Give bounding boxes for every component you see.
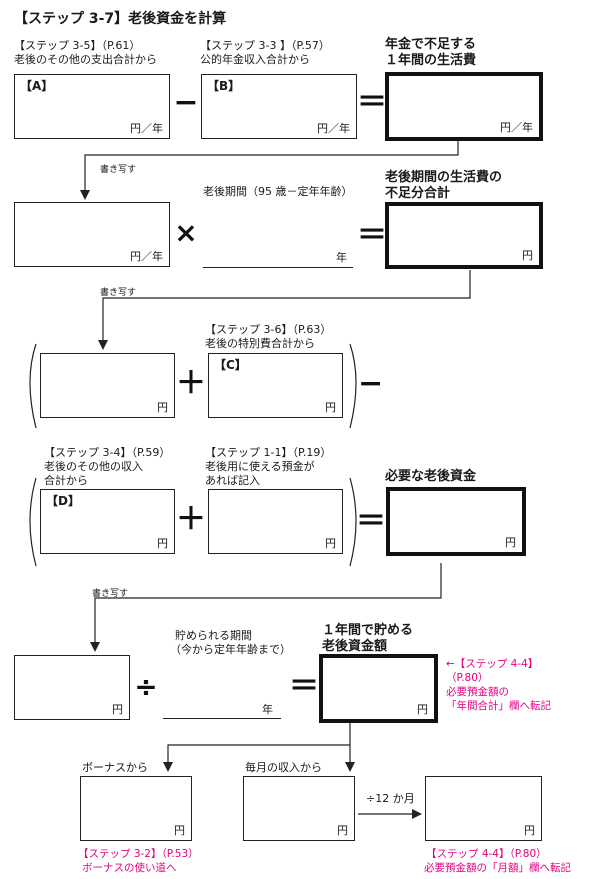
unit-yen-per-year: 円／年 [500, 121, 533, 134]
copy-box-total-shortfall[interactable]: 円 [40, 353, 175, 418]
input-box-savings[interactable]: 円 [208, 489, 343, 554]
note-page-80: （P.80） [446, 672, 489, 684]
page-title: 【ステップ 3-7】老後資金を計算 [14, 11, 227, 27]
result-box-annual-savings[interactable]: 円 [319, 654, 438, 723]
unit-yen: 円 [157, 401, 168, 414]
unit-yen: 円 [325, 537, 336, 550]
ref-step-3-4: 【ステップ 3-4】（P.59） [44, 446, 171, 459]
note-step-3-2: 【ステップ 3-2】（P.53） [78, 848, 199, 860]
desc-savings-1: 老後用に使える預金が [205, 460, 315, 473]
note-step-4-4-arrow: ←【ステップ 4-4】 [446, 658, 539, 670]
result-box-total-shortfall[interactable]: 円 [385, 202, 543, 269]
years-input-line[interactable] [203, 267, 353, 268]
input-box-d[interactable]: 【D】 円 [40, 489, 175, 554]
hdr-annual-shortfall-1: 年金で不足する [385, 37, 477, 52]
hdr-annual-shortfall-2: １年間の生活費 [385, 53, 477, 68]
monthly-savings-box[interactable]: 円 [425, 776, 542, 841]
box-b-label: 【B】 [207, 79, 241, 93]
desc-pension-income: 公的年金収入合計から [200, 53, 310, 66]
hdr-annual-savings-1: １年間で貯める [322, 623, 414, 638]
bonus-label: ボーナスから [82, 761, 148, 774]
copy-label: 書き写す [100, 288, 137, 298]
unit-yen-per-year: 円／年 [130, 250, 163, 263]
equals-operator: ＝ [356, 504, 386, 539]
monthly-income-box[interactable]: 円 [243, 776, 355, 841]
result-box-required-funds[interactable]: 円 [386, 487, 526, 556]
desc-special-expenses: 老後の特別費合計から [205, 337, 315, 350]
equals-operator: ＝ [289, 669, 319, 704]
unit-year: 年 [336, 251, 347, 264]
hdr-annual-savings-2: 老後資金額 [322, 639, 388, 654]
monthly-label: 毎月の収入から [245, 761, 322, 774]
desc-savings-2: あれば記入 [205, 474, 260, 487]
box-c-label: 【C】 [214, 358, 247, 372]
equals-operator: ＝ [357, 218, 387, 253]
unit-yen: 円 [417, 703, 428, 716]
unit-yen: 円 [174, 824, 185, 837]
result-box-annual-shortfall[interactable]: 円／年 [385, 72, 543, 141]
unit-yen-per-year: 円／年 [130, 122, 163, 135]
unit-yen: 円 [337, 824, 348, 837]
note-bonus-usage: ボーナスの使い道へ [82, 862, 177, 874]
box-a-label: 【A】 [20, 79, 54, 93]
input-box-c[interactable]: 【C】 円 [208, 353, 343, 418]
ref-step-3-6: 【ステップ 3-6】（P.63） [205, 323, 332, 336]
note-monthly-amount: 必要預金額の「月額」欄へ転記 [424, 862, 571, 874]
desc-other-expenses: 老後のその他の支出合計から [14, 53, 157, 66]
unit-year: 年 [262, 703, 273, 716]
saving-years-input-line[interactable] [163, 718, 281, 719]
unit-yen-per-year: 円／年 [317, 122, 350, 135]
ref-step-1-1: 【ステップ 1-1】（P.19） [205, 446, 332, 459]
bonus-box[interactable]: 円 [80, 776, 192, 841]
box-d-label: 【D】 [46, 494, 80, 508]
desc-saving-period-2: （今から定年年齢まで） [170, 643, 291, 656]
minus-operator: − [358, 366, 384, 401]
plus-operator: ＋ [176, 366, 206, 401]
unit-yen: 円 [157, 537, 168, 550]
input-box-a[interactable]: 【A】 円／年 [14, 74, 170, 139]
equals-operator: ＝ [357, 85, 387, 120]
note-step-4-4: 【ステップ 4-4】（P.80） [426, 848, 547, 860]
note-annual-total: 「年間合計」欄へ転記 [446, 700, 551, 712]
input-box-b[interactable]: 【B】 円／年 [201, 74, 357, 139]
note-required-savings: 必要預金額の [446, 686, 509, 698]
hdr-required-funds: 必要な老後資金 [385, 469, 477, 484]
copy-label: 書き写す [100, 165, 137, 175]
divide-operator: ÷ [134, 670, 158, 703]
copy-box-required-funds[interactable]: 円 [14, 655, 130, 720]
copy-label: 書き写す [92, 589, 129, 599]
unit-yen: 円 [522, 249, 533, 262]
unit-yen: 円 [524, 824, 535, 837]
desc-other-income-1: 老後のその他の収入 [44, 460, 143, 473]
unit-yen: 円 [505, 536, 516, 549]
hdr-total-shortfall-1: 老後期間の生活費の [385, 170, 503, 185]
hdr-total-shortfall-2: 不足分合計 [385, 186, 451, 201]
div-12-months: ÷12 か月 [366, 792, 415, 805]
unit-yen: 円 [325, 401, 336, 414]
desc-other-income-2: 合計から [44, 474, 88, 487]
times-operator: × [174, 216, 198, 249]
minus-operator: − [173, 85, 199, 120]
ref-step-3-5: 【ステップ 3-5】（P.61） [14, 39, 141, 52]
desc-saving-period-1: 貯められる期間 [175, 629, 252, 642]
desc-retirement-period: 老後期間（95 歳－定年年齢） [203, 185, 353, 198]
copy-box-annual-shortfall[interactable]: 円／年 [14, 202, 170, 267]
unit-yen: 円 [112, 703, 123, 716]
ref-step-3-3: 【ステップ 3-3 】（P.57） [200, 39, 330, 52]
plus-operator: ＋ [176, 502, 206, 537]
